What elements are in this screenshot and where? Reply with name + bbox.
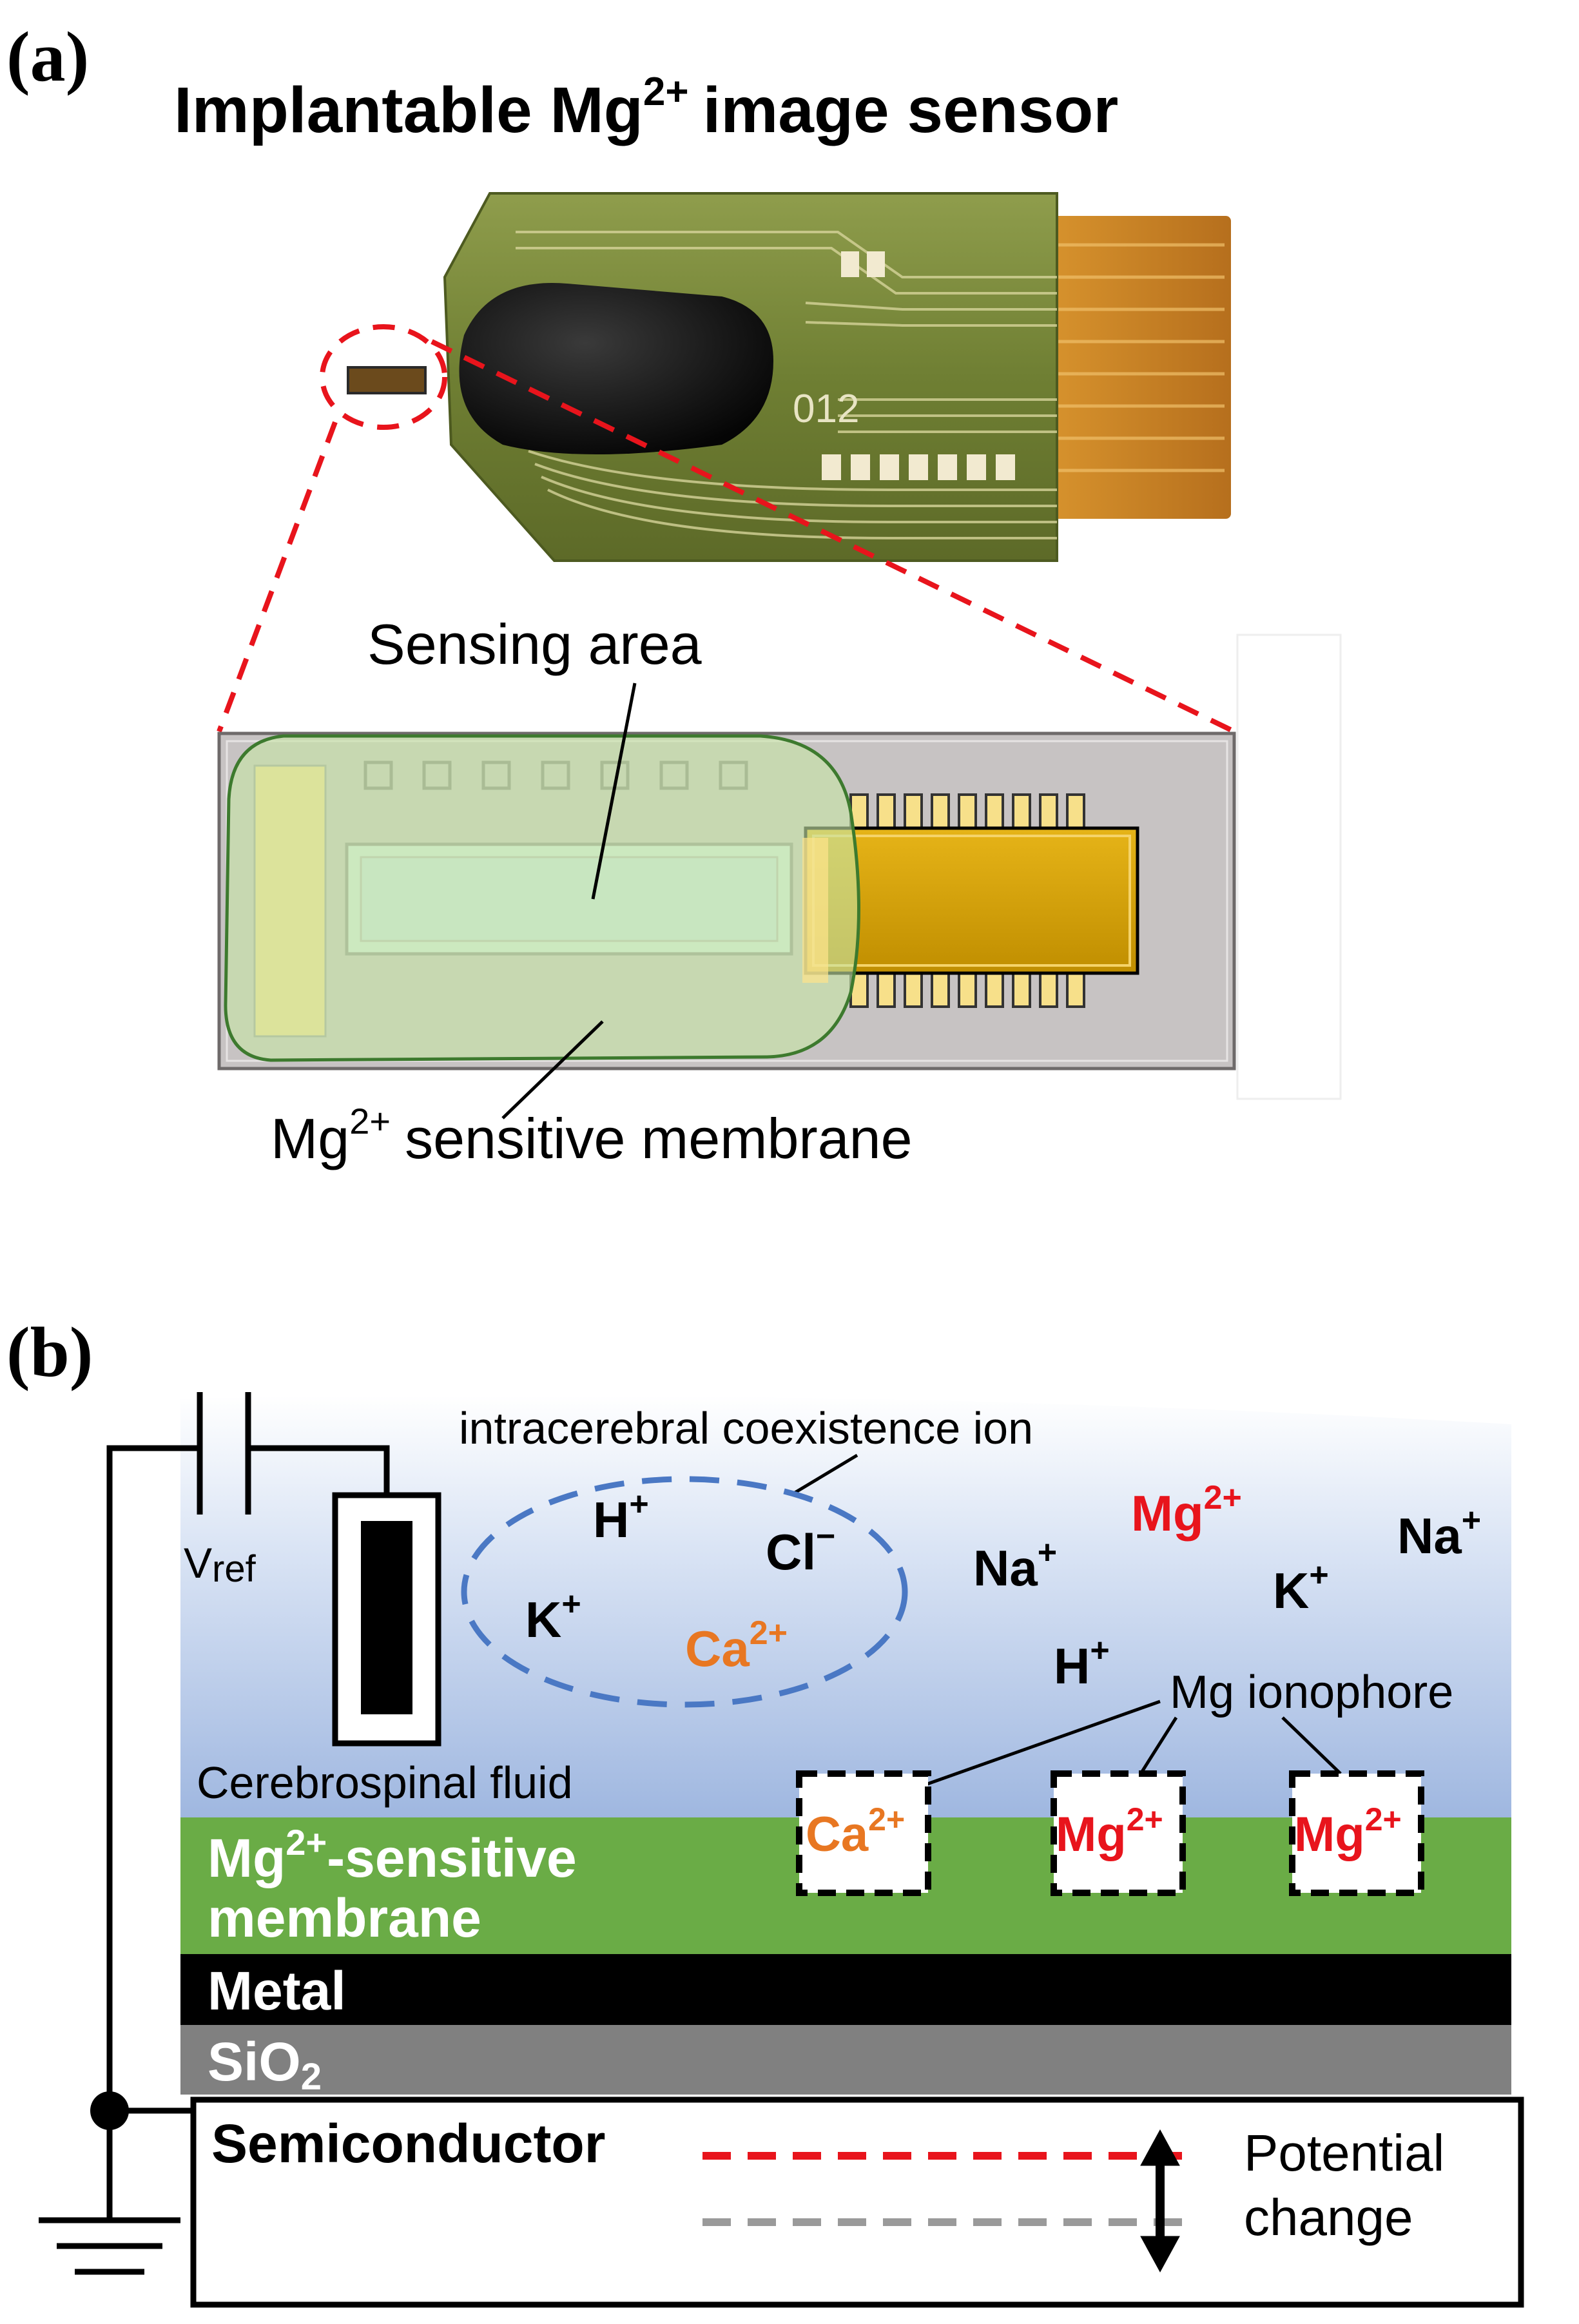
- ion-ca-2plus: Ca2+: [685, 1614, 788, 1677]
- ion-h-plus: H+: [593, 1486, 649, 1548]
- gold-chip: [804, 826, 1139, 975]
- ion-mg-2plus: Mg2+: [1131, 1479, 1242, 1542]
- semiconductor-label: Semiconductor: [211, 2113, 605, 2174]
- reference-electrode: [332, 1492, 441, 1747]
- zoom-indicator: [217, 324, 1235, 734]
- bound-ion-mg: Mg2+: [1294, 1801, 1402, 1862]
- ion-na-plus: Na+: [1397, 1502, 1481, 1564]
- ions-in-circle: H+ Cl− K+ Ca2+: [525, 1486, 835, 1677]
- ionophore-boxes: Ca2+ Mg2+ Mg2+: [796, 1770, 1424, 1896]
- ion-k-plus: K+: [1273, 1556, 1329, 1619]
- membrane-leader: [501, 1020, 604, 1119]
- flex-cable: [1038, 216, 1231, 519]
- coexistence-circle: [461, 1476, 908, 1708]
- coexistence-label: intracerebral coexistence ion: [459, 1403, 1033, 1453]
- metal-layer: [180, 1954, 1511, 2025]
- tiny-chip: [347, 366, 427, 394]
- chip-schematic: [217, 634, 1342, 1100]
- epoxy-blob: [459, 283, 773, 454]
- vref-label: Vref: [184, 1539, 257, 1590]
- ion-k-plus: K+: [525, 1585, 581, 1648]
- potential-change-label-line2: change: [1244, 2189, 1413, 2246]
- sensor-board-photo: 012: [347, 192, 1231, 562]
- sio2-layer: [180, 2025, 1511, 2095]
- panel-a-letter: (a): [6, 17, 89, 96]
- ion-na-plus: Na+: [973, 1534, 1057, 1596]
- ion-cl-minus: Cl−: [766, 1518, 835, 1580]
- membrane-layer-label-line2: membrane: [208, 1888, 481, 1948]
- panel-a-title: Implantable Mg2+image sensor: [174, 70, 1118, 146]
- ionophore-box: [1051, 1770, 1186, 1896]
- bound-ion-mg: Mg2+: [1056, 1801, 1163, 1862]
- ion-h-plus: H+: [1054, 1632, 1110, 1694]
- membrane-layer-label: Mg2+-sensitive: [208, 1822, 577, 1888]
- coexistence-leader: [791, 1453, 858, 1496]
- sio2-layer-label: SiO2: [208, 2031, 322, 2098]
- label-membrane: Mg2+sensitive membrane: [271, 1101, 913, 1170]
- potential-arrow: [1140, 2129, 1180, 2273]
- board-marking: 012: [793, 387, 859, 431]
- panel-b-letter: (b): [6, 1313, 93, 1391]
- metal-layer-label: Metal: [208, 1961, 346, 2021]
- free-ions: Mg2+ Na+ Na+ K+ H+: [973, 1479, 1481, 1694]
- csf-label: Cerebrospinal fluid: [197, 1758, 573, 1808]
- cerebrospinal-fluid-region: [180, 1395, 1511, 1817]
- ionophore-box: [1289, 1770, 1424, 1896]
- reference-circuit: [39, 1392, 390, 2275]
- potential-change-label-line1: Potential: [1244, 2124, 1444, 2182]
- ionophore-box: [796, 1770, 931, 1896]
- bound-ion-ca: Ca2+: [806, 1801, 905, 1862]
- semiconductor-layer: [190, 2096, 1524, 2308]
- ionophore-leaders: [918, 1699, 1342, 1789]
- ground-node: [90, 2091, 129, 2130]
- label-sensing-area: Sensing area: [367, 612, 702, 676]
- sensing-area-leader: [591, 683, 637, 900]
- membrane-overlay: [224, 734, 860, 1062]
- ionophore-label: Mg ionophore: [1170, 1667, 1453, 1718]
